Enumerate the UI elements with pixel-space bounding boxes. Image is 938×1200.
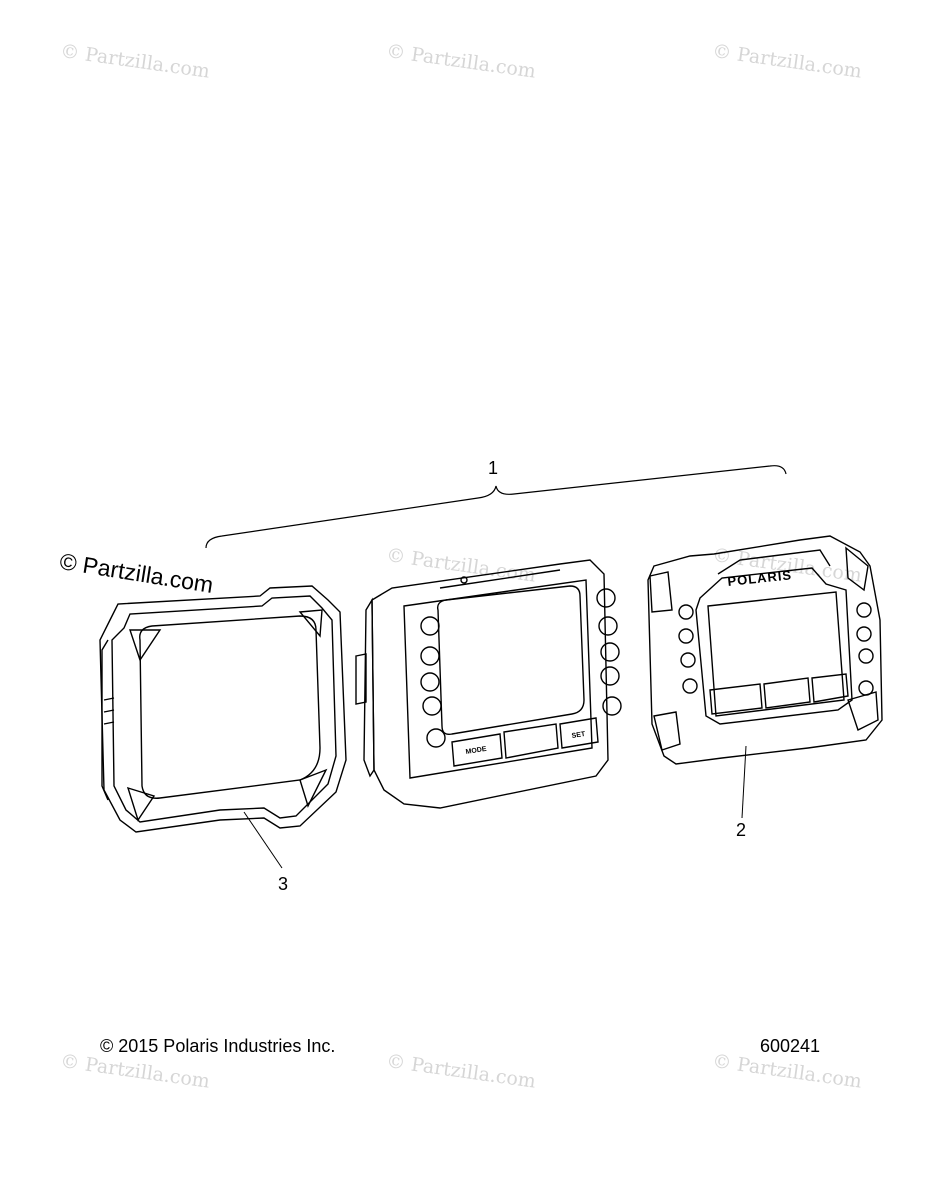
display-cluster-part	[355, 559, 622, 809]
set-button-label: SET	[571, 731, 586, 740]
bezel-brand-label: POLARIS	[727, 567, 793, 589]
lens-cover-part	[99, 585, 347, 833]
bezel-part	[647, 535, 883, 765]
mode-button-label: MODE	[465, 746, 487, 756]
callout-1: 1	[488, 458, 499, 478]
leader-line-3	[243, 811, 283, 869]
callout-3: 3	[278, 874, 289, 894]
leader-line-2	[741, 745, 747, 819]
callout-2: 2	[736, 820, 747, 840]
copyright-text: © 2015 Polaris Industries Inc.	[100, 1036, 336, 1056]
part-number: 600241	[760, 1036, 821, 1056]
assembly-bracket	[205, 465, 787, 549]
